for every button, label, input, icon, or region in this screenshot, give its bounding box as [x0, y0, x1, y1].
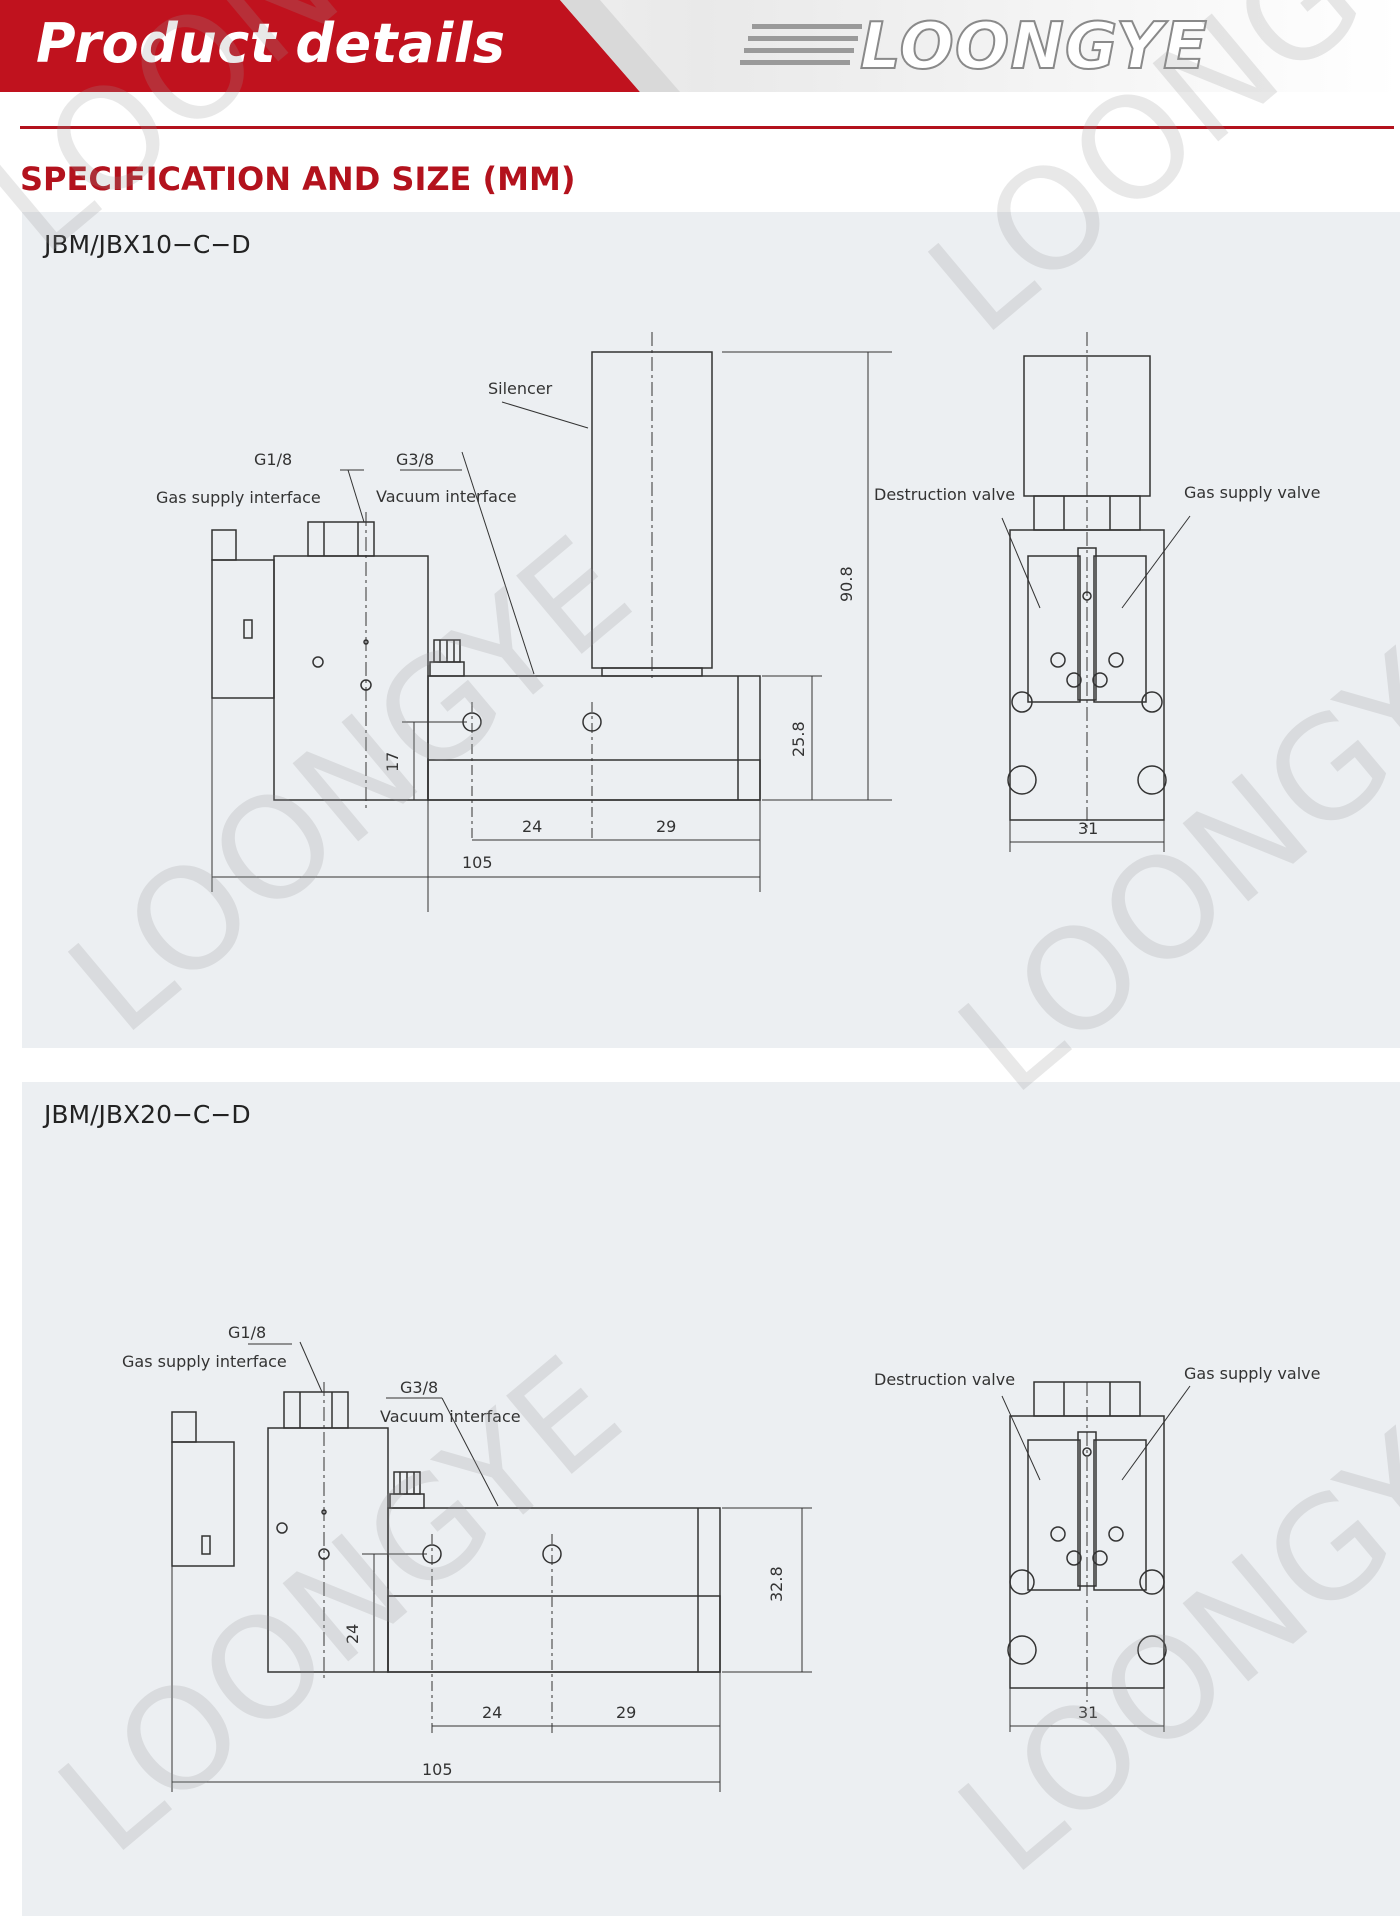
header-divider [20, 126, 1394, 129]
dim-pitch: 24 [522, 817, 542, 836]
valve-cap [283, 1391, 349, 1429]
brand-speed-lines-icon [740, 24, 862, 65]
ejector-body [387, 1507, 721, 1673]
dim-length: 105 [462, 853, 493, 872]
dim-edge: 29 [656, 817, 676, 836]
gas-supply-valve-label: Gas supply valve [1184, 483, 1320, 502]
dim-width: 31 [1078, 819, 1098, 838]
technical-drawing-jbx10: Silencer G1/8 Gas supply interface G3/8 … [156, 332, 1320, 912]
valve-cap [307, 521, 375, 557]
dim-height-body: 32.8 [767, 1566, 786, 1602]
valve-block [273, 555, 429, 801]
g18-label: G1/8 [254, 450, 292, 469]
coil-tab [243, 619, 253, 639]
mount-hole [312, 656, 324, 668]
dim-height-body: 25.8 [789, 721, 808, 757]
model-label: JBM/JBX10−C−D [44, 230, 251, 259]
dim-height-total: 90.8 [837, 566, 856, 602]
front-mount-hole [1007, 1635, 1037, 1665]
destruction-valve-label: Destruction valve [874, 1370, 1015, 1389]
coil-terminal [171, 1411, 197, 1443]
diagram-panel-jbx10: JBM/JBX10−C−D [22, 212, 1400, 1048]
front-body [1009, 529, 1165, 821]
coil-terminal [211, 529, 237, 561]
gas-supply-interface-label: Gas supply interface [156, 488, 321, 507]
header-background [0, 0, 1400, 92]
gas-supply-valve-label: Gas supply valve [1184, 1364, 1320, 1383]
dim-pitch: 24 [482, 1703, 502, 1722]
model-label: JBM/JBX20−C−D [44, 1100, 251, 1129]
silencer-label: Silencer [488, 379, 553, 398]
dim-height-port: 24 [343, 1624, 362, 1644]
front-mount-hole [1007, 765, 1037, 795]
ejector-body [427, 675, 761, 801]
g38-label: G3/8 [396, 450, 434, 469]
dim-edge: 29 [616, 1703, 636, 1722]
page-title: Product details [36, 12, 506, 75]
destruction-valve-label: Destruction valve [874, 485, 1015, 504]
technical-drawing-jbx20: G1/8 Gas supply interface G3/8 Vacuum in… [122, 1323, 1320, 1792]
gas-supply-interface-label: Gas supply interface [122, 1352, 287, 1371]
section-heading: SPECIFICATION AND SIZE (MM) [20, 160, 576, 198]
front-mount-hole [1137, 765, 1167, 795]
dim-height-port: 17 [383, 752, 402, 772]
g38-label: G3/8 [400, 1378, 438, 1397]
g18-label: G1/8 [228, 1323, 266, 1342]
dim-length: 105 [422, 1760, 453, 1779]
front-mount-hole [1137, 1635, 1167, 1665]
brand-logo: LOONGYE [859, 9, 1208, 85]
solenoid-coil [171, 1441, 235, 1567]
dim-width: 31 [1078, 1703, 1098, 1722]
vacuum-interface-label: Vacuum interface [380, 1407, 521, 1426]
diagram-panel-jbx20: JBM/JBX20−C−D [22, 1082, 1400, 1916]
vacuum-interface-label: Vacuum interface [376, 487, 517, 506]
solenoid-coil [211, 559, 275, 699]
header-banner: Product details LOONGYE [0, 0, 1400, 130]
